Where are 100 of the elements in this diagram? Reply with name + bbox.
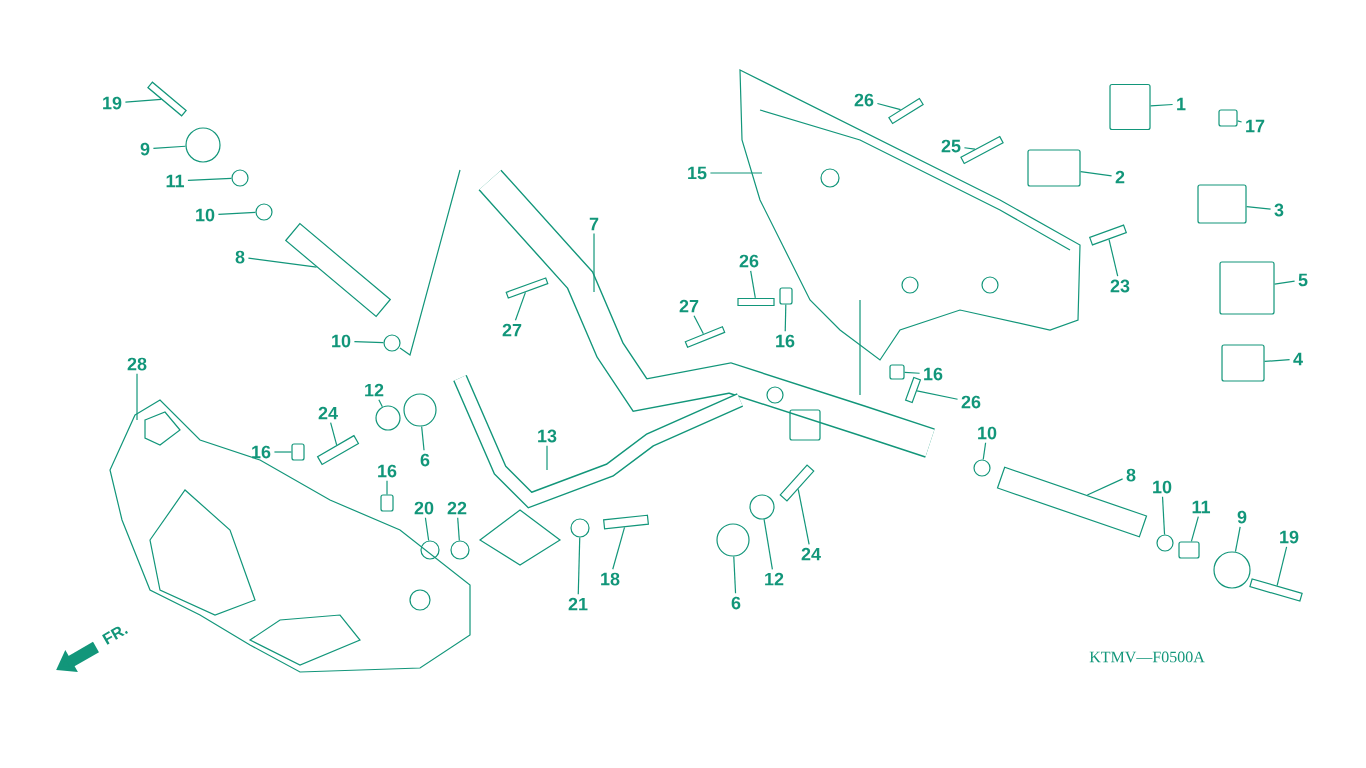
callout-number: 13 (538, 429, 557, 443)
leader-line (386, 480, 388, 495)
callout-number: 6 (420, 453, 430, 467)
callout-number: 16 (776, 334, 795, 348)
round-part (1156, 534, 1174, 552)
callout-number: 2 (1115, 170, 1125, 184)
small-part (380, 494, 394, 512)
round-part (255, 203, 273, 221)
callout-number: 28 (127, 357, 147, 371)
leader-line (693, 315, 704, 335)
round-part (403, 393, 437, 427)
leader-line (424, 517, 430, 542)
small-part (291, 443, 305, 461)
leader-line (750, 270, 756, 299)
leader-line (963, 147, 976, 150)
callout-number: 15 (688, 166, 707, 180)
leader-line (136, 373, 138, 421)
callout-number: 27 (502, 323, 522, 337)
callout-number: 26 (961, 395, 981, 409)
leader-line (124, 98, 162, 103)
rod-part (737, 297, 775, 307)
round-part (749, 494, 775, 520)
round-part (973, 459, 991, 477)
leader-line (1274, 280, 1296, 285)
leader-line (378, 399, 383, 408)
leader-line (904, 371, 921, 374)
direction-label: FR. (102, 626, 128, 645)
rod-part (1249, 578, 1303, 602)
callout-number: 25 (941, 139, 961, 153)
leader-line (733, 556, 737, 594)
leader-line (797, 488, 810, 545)
round-part (420, 540, 440, 560)
callout-number: 12 (365, 383, 384, 397)
callout-number: 26 (854, 93, 874, 107)
leader-line (187, 177, 232, 181)
callout-number: 11 (1192, 500, 1210, 514)
rod-part (603, 514, 649, 530)
round-part (716, 523, 750, 557)
leader-line (457, 517, 460, 542)
rod-part (505, 277, 549, 299)
leader-line (1080, 171, 1113, 177)
leader-line (514, 291, 527, 321)
leader-line (763, 518, 773, 570)
leader-line (1150, 103, 1174, 107)
rod-part (888, 97, 924, 125)
leader-line (1086, 478, 1124, 496)
round-part (570, 518, 590, 538)
leader-line (1276, 546, 1288, 587)
callout-number: 16 (924, 367, 943, 381)
callout-number: 10 (1153, 480, 1172, 494)
leader-line (1108, 238, 1119, 277)
leader-line (593, 233, 595, 293)
leader-line (546, 445, 548, 471)
small-part (1221, 344, 1265, 382)
callout-number: 26 (739, 254, 759, 268)
callout-number: 19 (1280, 530, 1299, 544)
callout-number: 20 (414, 501, 434, 515)
leader-line (217, 211, 256, 215)
callout-number: 24 (318, 406, 338, 420)
callout-number: 10 (332, 334, 351, 348)
leader-line (916, 390, 959, 400)
small-part (1218, 109, 1238, 127)
round-part (1213, 551, 1251, 589)
callout-number: 3 (1274, 203, 1284, 217)
leader-line (353, 340, 384, 344)
callout-number: 5 (1298, 273, 1308, 287)
rod-part (996, 466, 1148, 538)
leader-line (1234, 526, 1241, 553)
callout-number: 22 (447, 501, 467, 515)
leader-line (330, 422, 338, 446)
leader-line (1237, 120, 1243, 123)
small-part (889, 364, 905, 380)
rod-part (147, 81, 187, 117)
callout-number: 9 (1237, 510, 1247, 524)
callout-number: 8 (1126, 468, 1136, 482)
leader-line (1246, 206, 1272, 210)
small-part (779, 287, 793, 305)
round-part (375, 405, 401, 431)
callout-number: 16 (378, 464, 397, 478)
leader-line (421, 425, 425, 451)
leader-line (876, 102, 902, 111)
callout-number: 16 (252, 445, 271, 459)
round-part (450, 540, 470, 560)
leader-line (152, 145, 187, 150)
round-part (185, 127, 221, 163)
callout-number: 12 (765, 572, 784, 586)
leader-line (1190, 516, 1199, 542)
leader-line (273, 451, 292, 453)
small-part (1109, 83, 1151, 131)
leader-line (1161, 496, 1166, 535)
callout-number: 21 (568, 597, 588, 611)
leader-line (709, 172, 763, 174)
small-part (1178, 541, 1200, 559)
leader-line (982, 442, 987, 461)
callout-number: 8 (235, 250, 245, 264)
callout-number: 27 (679, 299, 699, 313)
drawing-code: KTMV—F0500A (1089, 651, 1205, 663)
round-part (383, 334, 401, 352)
callout-number: 18 (601, 572, 620, 586)
callout-number: 11 (166, 174, 184, 188)
